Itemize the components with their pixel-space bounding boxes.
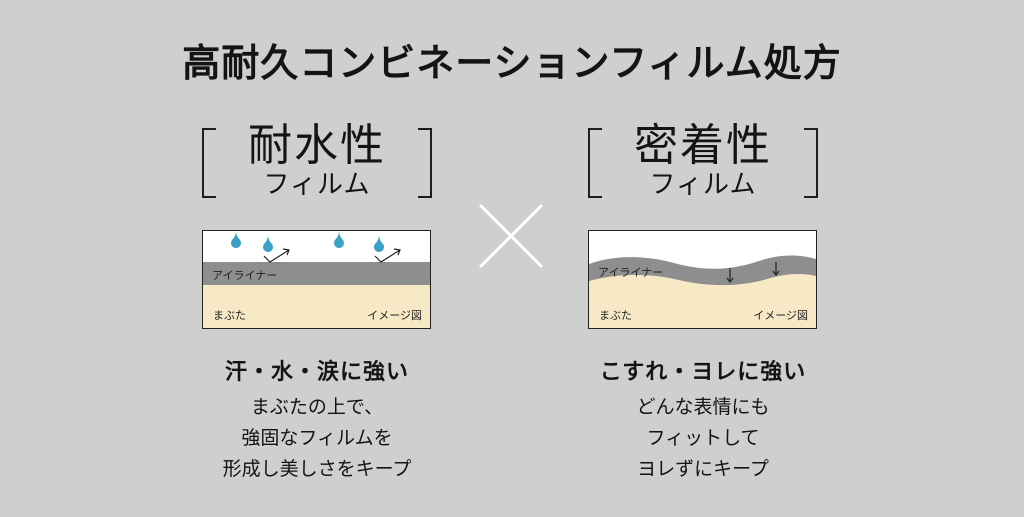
cross-icon (478, 203, 544, 269)
water-resistant-panel: 耐水性 フィルム アイライナー まぶた イメージ図 汗・水・涙に強 (202, 120, 432, 480)
description-line: フィットして (646, 427, 760, 449)
left-bracket (588, 128, 602, 198)
description-line: 強固なフィルムを (241, 427, 393, 449)
image-label: イメージ図 (753, 309, 808, 322)
benefit-headline: 汗・水・涙に強い (224, 360, 409, 385)
right-bracket (418, 128, 432, 198)
adhesion-diagram: アイライナー まぶた イメージ図 (588, 230, 817, 329)
heading-main: 密着性 (634, 120, 772, 171)
diagram-layers (589, 231, 816, 328)
heading-main: 耐水性 (248, 120, 386, 171)
adhesion-panel: 密着性 フィルム アイライナー まぶた イメージ図 こすれ・ヨレに強い どんな表… (588, 120, 818, 480)
page-title: 高耐久コンビネーションフィルム処方 (182, 41, 842, 85)
benefit-description: どんな表情にも フィットして ヨレずにキープ (548, 392, 858, 485)
description-line: ヨレずにキープ (637, 458, 769, 480)
eyelid-layer (589, 274, 816, 328)
liner-label: アイライナー (212, 269, 278, 282)
benefit-description: まぶたの上で、 強固なフィルムを 形成し美しさをキープ (162, 392, 472, 485)
heading-sub: フィルム (649, 170, 757, 200)
water-drop-icon (231, 231, 241, 248)
water-resistant-diagram: アイライナー まぶた イメージ図 (202, 230, 431, 329)
deflect-arrow-icon (263, 249, 290, 263)
left-bracket (202, 128, 216, 198)
description-line: どんな表情にも (636, 396, 770, 418)
heading-bracket: 密着性 フィルム (588, 120, 818, 200)
water-drop-icon (263, 235, 273, 252)
description-line: 形成し美しさをキープ (222, 458, 412, 480)
description-line: まぶたの上で、 (250, 396, 384, 418)
benefit-headline: こすれ・ヨレに強い (599, 360, 807, 385)
liner-label: アイライナー (598, 266, 664, 279)
liner-layer (203, 262, 430, 285)
right-bracket (804, 128, 818, 198)
heading-sub: フィルム (263, 170, 371, 200)
water-drop-icon (334, 231, 344, 248)
air-layer (203, 231, 430, 262)
eyelid-label: まぶた (599, 309, 632, 322)
deflect-arrow-icon (374, 249, 401, 263)
eyelid-label: まぶた (213, 309, 246, 322)
diagram-layers (203, 231, 430, 285)
image-label: イメージ図 (367, 309, 422, 322)
heading-bracket: 耐水性 フィルム (202, 120, 432, 200)
water-drop-icon (374, 235, 384, 252)
